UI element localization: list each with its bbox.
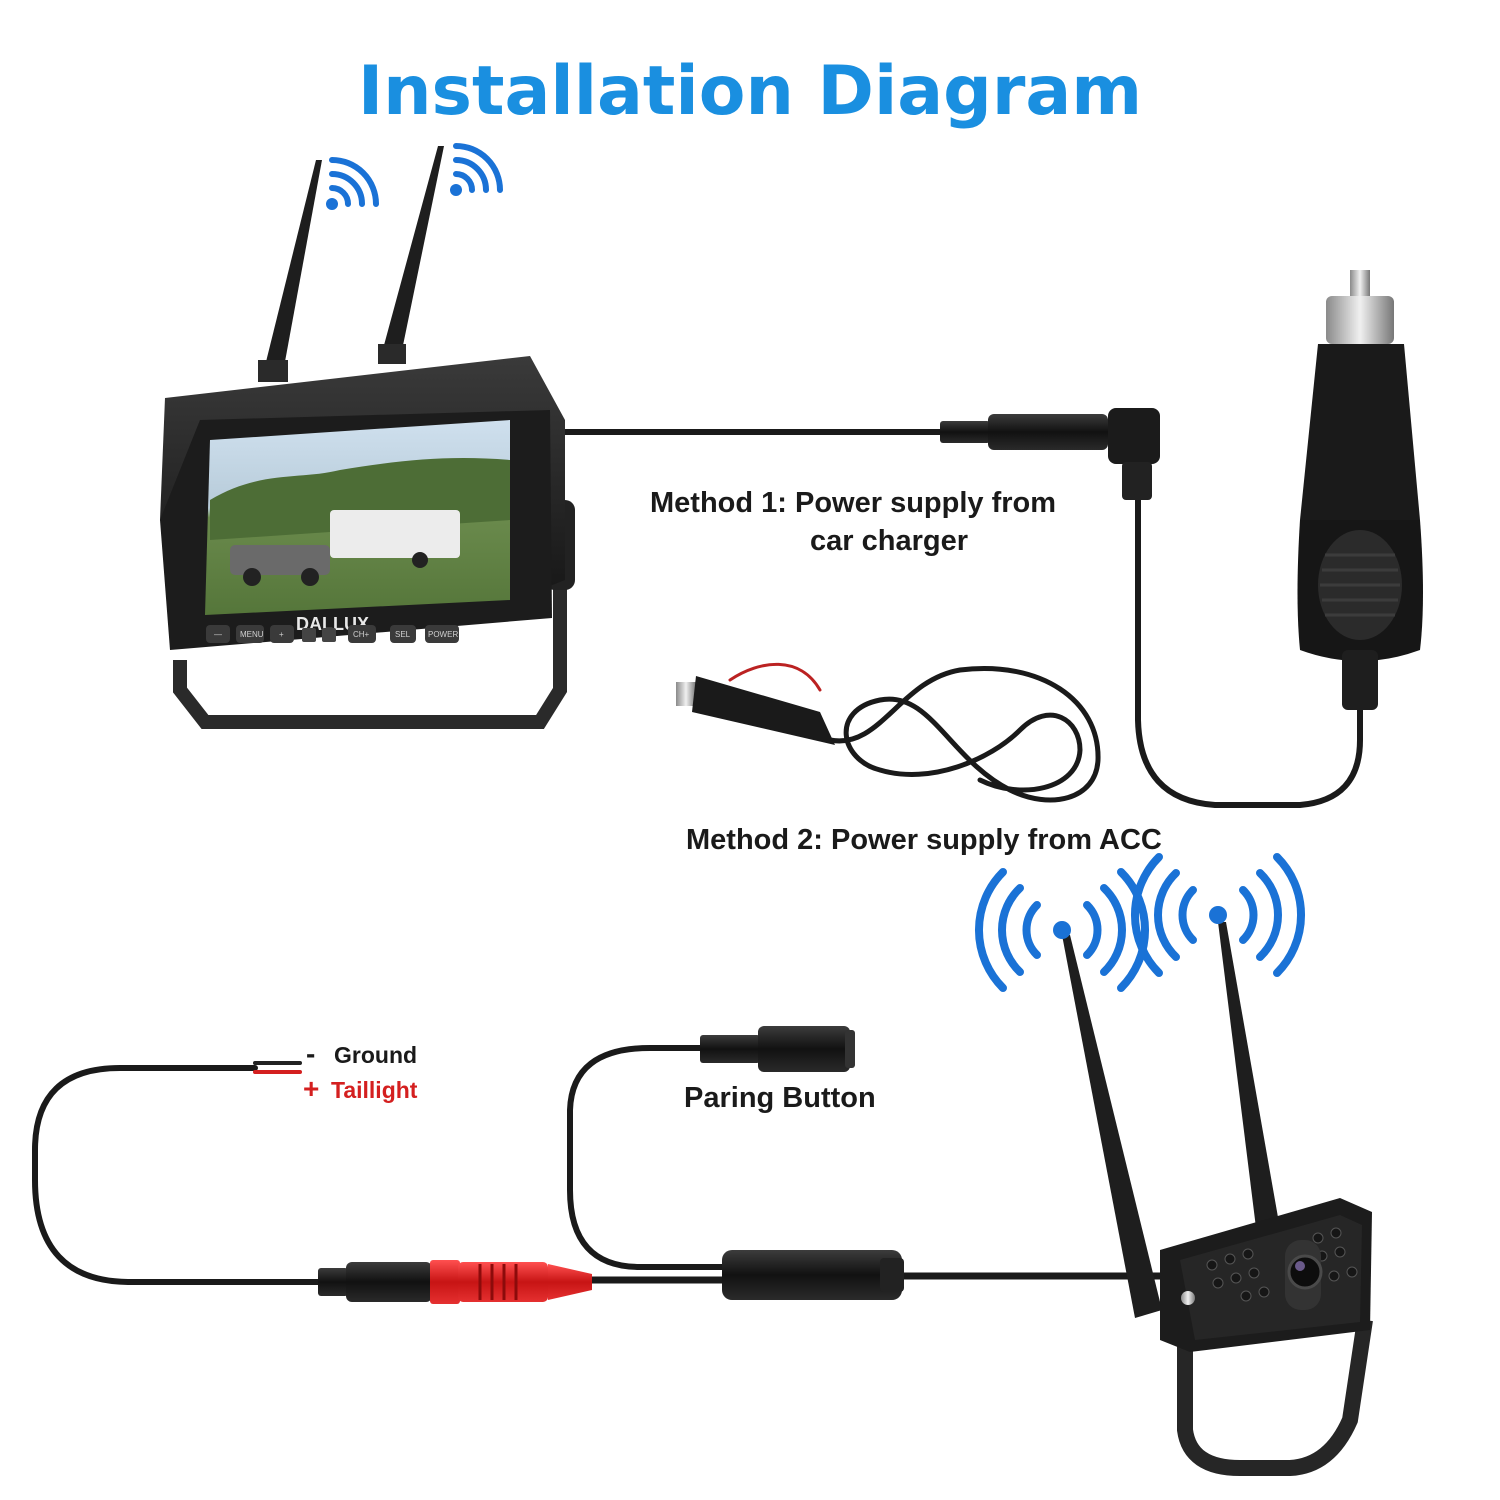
method-1-line-1: Method 1: Power supply from <box>650 487 1057 519</box>
taillight-label: + Taillight <box>303 1073 417 1105</box>
car-charger <box>1297 270 1423 710</box>
monitor-button[interactable] <box>236 625 264 643</box>
wifi-signal-icon <box>326 157 379 210</box>
monitor-button-label: POWER <box>428 630 458 639</box>
ground-text: Ground <box>334 1042 418 1068</box>
method-1-line-2: car charger <box>810 525 968 557</box>
power-lead-cable <box>32 1065 321 1285</box>
radio-wave-icon <box>974 868 1150 992</box>
dc-jack-connector <box>940 408 1160 500</box>
radio-wave-icon <box>1130 853 1306 977</box>
monitor-screen <box>205 420 510 615</box>
page-title: Installation Diagram <box>357 52 1143 131</box>
pairing-button-label: Paring Button <box>684 1082 876 1114</box>
pairing-cable <box>567 1045 731 1270</box>
taillight-text: Taillight <box>331 1077 418 1103</box>
monitor-button[interactable] <box>206 625 230 643</box>
monitor-button[interactable] <box>348 625 376 643</box>
cables <box>32 429 1363 1285</box>
monitor-button[interactable] <box>270 625 294 643</box>
method-1-label: Method 1: Power supply from car charger <box>650 484 1056 560</box>
method-2-label: Method 2: Power supply from ACC <box>686 824 1162 856</box>
monitor-button-label: MENU <box>240 630 264 639</box>
cable-splitter <box>722 1250 904 1300</box>
acc-power-cable <box>827 666 1101 803</box>
acc-red-wire <box>728 662 822 692</box>
monitor-button-label: — <box>214 630 222 639</box>
monitor-button[interactable] <box>390 625 416 643</box>
monitor-button[interactable] <box>425 625 459 643</box>
monitor-antenna-right <box>380 146 444 360</box>
ground-sign: - <box>306 1038 316 1069</box>
charger-cable <box>1135 497 1363 808</box>
wifi-signal-icon <box>450 143 503 196</box>
monitor-buttons: — MENU + CH+ SEL POWER <box>206 625 459 643</box>
pairing-button-connector[interactable] <box>700 1026 855 1072</box>
monitor-button-label: SEL <box>395 630 411 639</box>
camera-antenna-left <box>1062 935 1162 1318</box>
backup-camera <box>1160 1198 1373 1476</box>
taillight-sign: + <box>303 1073 320 1104</box>
monitor-antenna-left <box>262 160 322 378</box>
camera-antenna-right <box>1218 922 1282 1244</box>
power-connector <box>318 1260 592 1304</box>
monitor-button-label: + <box>279 630 284 639</box>
monitor: DALLUX — MENU + CH+ SEL POWER <box>160 146 575 729</box>
ground-label: -Ground <box>306 1038 417 1070</box>
acc-plug <box>676 676 835 745</box>
monitor-button-label: CH+ <box>353 630 370 639</box>
